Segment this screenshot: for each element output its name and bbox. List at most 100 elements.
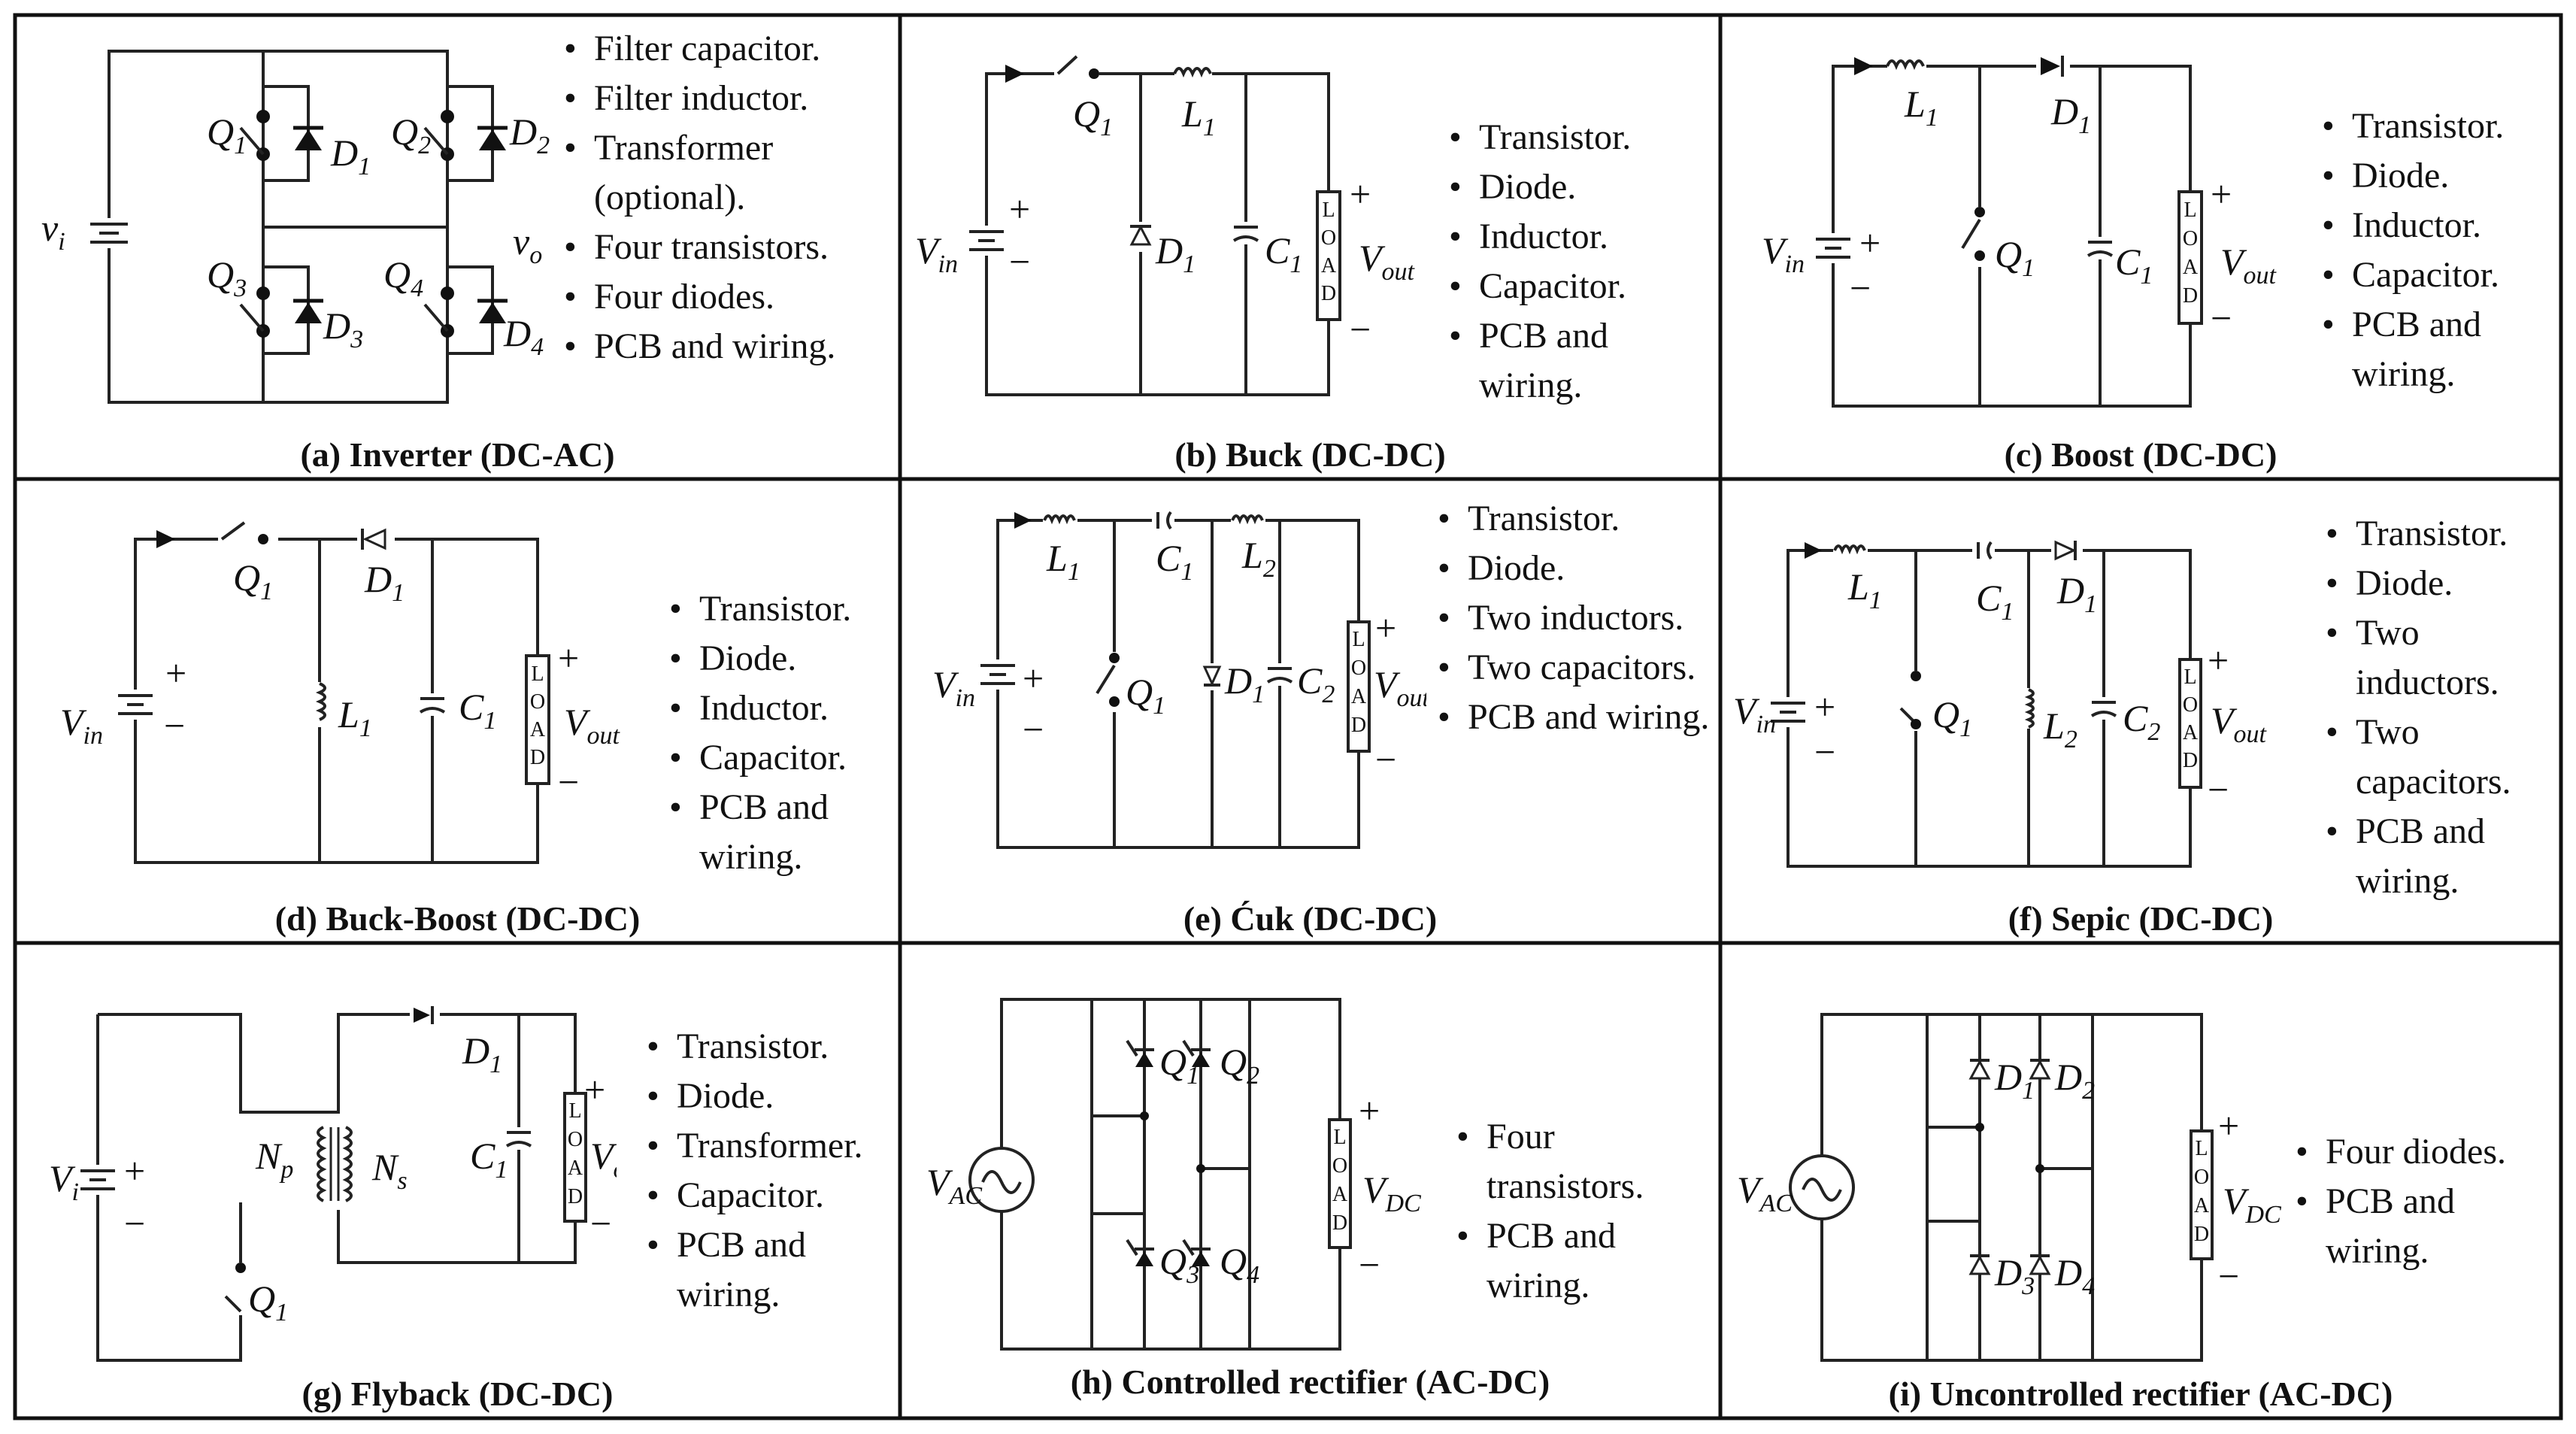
svg-text:−: −	[590, 1202, 611, 1245]
parts-item: PCB and wiring.	[1449, 311, 1705, 411]
parts-item: Transistor.	[669, 584, 895, 634]
transistor-icon	[1135, 1052, 1210, 1266]
svg-text:Q4: Q4	[1220, 1240, 1259, 1289]
svg-text:C1: C1	[1156, 537, 1193, 586]
svg-text:−: −	[2208, 769, 2229, 811]
svg-text:L1: L1	[1847, 565, 1882, 614]
parts-item: Capacitor.	[647, 1171, 899, 1220]
svg-text:L1: L1	[1181, 92, 1216, 141]
svg-text:Np: Np	[255, 1135, 293, 1184]
svg-text:D2: D2	[509, 111, 550, 159]
parts-item: Two inductors.	[1438, 593, 1716, 643]
svg-text:A: A	[530, 718, 546, 741]
inductor-icon	[311, 682, 329, 727]
capacitor-icon	[417, 693, 447, 716]
arrow-icon	[1014, 512, 1032, 529]
parts-item: Four transistors.	[564, 223, 895, 272]
svg-text:−: −	[1009, 241, 1030, 283]
svg-text:L: L	[531, 662, 544, 686]
capacitor-icon	[2085, 237, 2115, 259]
svg-text:Vo: Vo	[590, 1135, 617, 1184]
svg-text:D1: D1	[1994, 1056, 2035, 1105]
svg-text:D3: D3	[1994, 1251, 2035, 1300]
svg-text:D1: D1	[330, 132, 371, 180]
capacitor-icon	[1152, 511, 1174, 530]
svg-text:Q1: Q1	[1932, 693, 1972, 742]
diode-icon	[1202, 663, 1222, 690]
parts-item: Capacitor.	[1449, 262, 1705, 311]
svg-text:Q3: Q3	[207, 253, 247, 302]
svg-text:Vin: Vin	[1762, 229, 1805, 278]
parts-item: Transistor.	[647, 1022, 899, 1072]
svg-text:+: +	[124, 1150, 145, 1192]
parts-list: Transistor. Diode. Two inductors. Two ca…	[1438, 494, 1716, 742]
svg-text:D: D	[1332, 1211, 1347, 1235]
parts-item: Diode.	[2326, 559, 2559, 608]
svg-text:+: +	[2218, 1105, 2239, 1147]
inductor-icon	[1043, 514, 1077, 527]
svg-text:+: +	[1375, 607, 1396, 649]
svg-text:VAC: VAC	[926, 1161, 982, 1210]
parts-item: Two capacitors.	[1438, 643, 1716, 693]
parts-item: Four transistors.	[1456, 1112, 1712, 1211]
svg-text:C2: C2	[2123, 697, 2160, 746]
parts-item: PCB and wiring.	[647, 1220, 899, 1320]
panel-caption: (g) Flyback (DC-DC)	[302, 1375, 614, 1413]
svg-text:Q1: Q1	[1159, 1041, 1199, 1090]
parts-item: Transformer (optional).	[564, 123, 895, 223]
parts-item: Capacitor.	[669, 733, 895, 783]
diode-icon	[295, 129, 506, 323]
svg-text:+: +	[165, 652, 186, 694]
parts-item: PCB and wiring.	[2326, 807, 2559, 906]
parts-item: Inductor.	[669, 684, 895, 733]
parts-item: Four diodes.	[564, 272, 895, 322]
switch-icon	[1899, 671, 1931, 731]
svg-text:D: D	[2183, 284, 2198, 308]
capacitor-icon	[1265, 663, 1295, 686]
svg-text:D4: D4	[2054, 1251, 2095, 1300]
svg-text:O: O	[568, 1128, 583, 1151]
battery-icon	[979, 659, 1017, 690]
panel-caption: (d) Buck-Boost (DC-DC)	[274, 899, 641, 938]
svg-text:O: O	[1321, 226, 1336, 250]
svg-text:D1: D1	[1155, 229, 1196, 278]
svg-text:+: +	[1009, 188, 1030, 230]
capacitor-icon	[2089, 697, 2119, 720]
svg-text:L: L	[2195, 1137, 2208, 1160]
inverter-circuit: Q1 D1 Q2 D2 Q3 D3 Q4 D4 vi vo	[41, 50, 550, 404]
svg-text:L: L	[1352, 628, 1365, 651]
svg-text:A: A	[2194, 1194, 2210, 1217]
svg-text:+: +	[1814, 686, 1835, 728]
svg-text:D: D	[2194, 1223, 2209, 1246]
svg-text:Q1: Q1	[233, 556, 273, 605]
svg-text:vi: vi	[41, 207, 65, 256]
parts-item: Four diodes.	[2296, 1127, 2551, 1177]
arrow-icon	[156, 530, 175, 548]
parts-item: Two inductors.	[2326, 608, 2559, 708]
parts-list: Filter capacitor. Filter inductor. Trans…	[564, 24, 895, 371]
svg-text:−: −	[1375, 738, 1396, 781]
svg-text:O: O	[530, 690, 545, 714]
svg-text:A: A	[1332, 1183, 1348, 1206]
svg-text:D3: D3	[323, 305, 363, 353]
svg-text:L: L	[2184, 199, 2196, 222]
svg-text:Q4: Q4	[383, 253, 423, 302]
arrow-icon	[1005, 65, 1024, 83]
parts-item: Transistor.	[1438, 494, 1716, 544]
parts-item: PCB and wiring.	[2322, 300, 2555, 399]
svg-text:D: D	[530, 746, 545, 769]
svg-text:A: A	[568, 1157, 583, 1180]
svg-text:−: −	[2211, 297, 2232, 339]
